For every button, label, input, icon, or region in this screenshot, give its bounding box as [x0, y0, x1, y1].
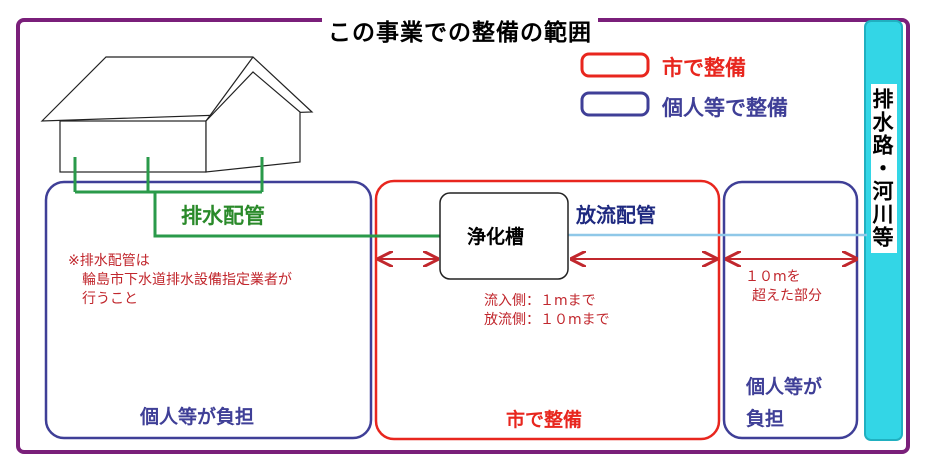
- left-zone-label: 個人等が負担: [140, 406, 255, 428]
- septic-tank-label: 浄化槽: [467, 226, 525, 248]
- beyond-label-line-2: 超えた部分: [752, 288, 822, 304]
- septic-tank: [439, 192, 569, 280]
- center-city-zone: [374, 179, 721, 441]
- discharge-pipe-label: 放流配管: [576, 203, 656, 227]
- legend-city-label: 市で整備: [662, 56, 746, 80]
- beyond-label-line-1: １０mを: [745, 269, 801, 285]
- legend-individual-swatch: [580, 91, 650, 117]
- inflow-distance-label: 流入側：１mまで: [484, 293, 596, 309]
- house-drain-pipe: [73, 157, 440, 238]
- river-label: 排水路・河川等: [870, 84, 897, 253]
- page-title: この事業での整備の範囲: [322, 13, 598, 47]
- right-zone-label-line-1: 個人等が: [746, 376, 823, 398]
- outflow-distance-label: 放流側：１０mまで: [484, 312, 610, 328]
- right-individual-zone: [722, 180, 859, 440]
- center-zone-label: 市で整備: [506, 409, 583, 431]
- legend-individual-label: 個人等で整備: [662, 96, 788, 120]
- house-pipe-label: 排水配管: [181, 204, 265, 228]
- note-line-3: 行うこと: [82, 291, 138, 307]
- left-individual-zone: [44, 180, 373, 440]
- house-drawing: [40, 56, 314, 173]
- note-line-1: ※排水配管は: [68, 253, 150, 269]
- note-line-2: 輪島市下水道排水設備指定業者が: [82, 272, 292, 288]
- right-zone-label-line-2: 負担: [746, 408, 785, 430]
- legend-city-swatch: [580, 52, 650, 78]
